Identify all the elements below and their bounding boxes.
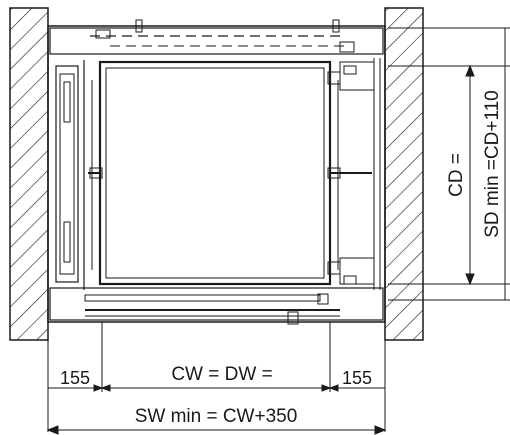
bottom-door-sill [49, 287, 384, 321]
right-clearance-label: 155 [342, 368, 372, 388]
counterweight [55, 60, 85, 290]
horizontal-dimensions [46, 384, 387, 435]
shaft-walls [9, 7, 424, 341]
sd-min-label: SD min =CD+110 [482, 90, 503, 238]
dimension-labels: 155 CW = DW = 155 SW min = CW+350 CD = S… [60, 90, 503, 427]
sw-min-label: SW min = CW+350 [135, 406, 298, 427]
left-clearance-label: 155 [60, 368, 90, 388]
top-door-header [49, 27, 384, 55]
elevator-car [88, 60, 372, 286]
extension-lines [47, 27, 510, 432]
vertical-dimensions [465, 28, 506, 300]
cw-dw-label: CW = DW = [171, 364, 272, 385]
left-shaft-wall [9, 7, 49, 341]
shaft-interior [47, 19, 386, 325]
right-equipment [327, 58, 381, 290]
right-shaft-wall [384, 7, 424, 341]
cd-label: CD = [446, 153, 467, 197]
